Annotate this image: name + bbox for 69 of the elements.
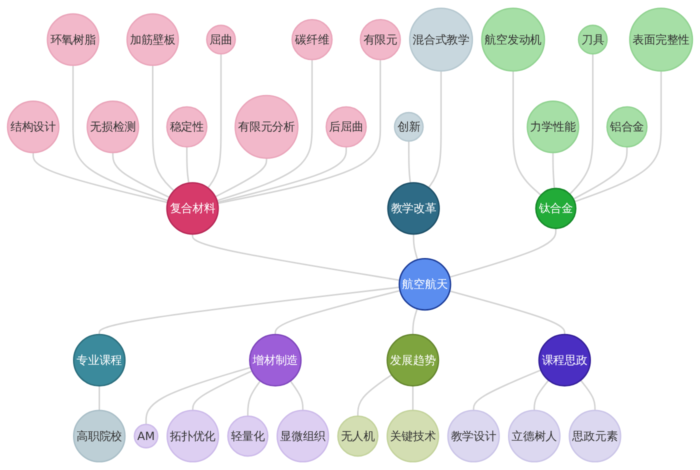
node-circle: 显微组织: [276, 410, 330, 462]
connector: [32, 152, 168, 204]
connector: [216, 60, 313, 202]
node-circle: 表面完整性: [629, 8, 694, 72]
connector: [449, 290, 566, 335]
node-circle: 环氧树脂: [46, 13, 100, 66]
node-circle: 无损检测: [86, 100, 140, 154]
connector: [98, 386, 100, 410]
node-circle: 无人机: [337, 415, 378, 457]
connector: [98, 286, 400, 335]
connector: [428, 70, 442, 188]
connector: [290, 380, 304, 410]
node-circle: 屈曲: [206, 24, 236, 55]
node-circle: 力学性能: [526, 100, 580, 154]
connector: [573, 146, 628, 200]
node-circle: 航空发动机: [481, 8, 546, 72]
connector: [72, 65, 168, 202]
connector: [207, 54, 222, 188]
connector: [217, 146, 347, 204]
node-circle: 立德树人: [508, 410, 561, 462]
node-circle: 轻量化: [227, 415, 268, 457]
connector: [569, 54, 594, 195]
connector: [357, 374, 392, 416]
node-circle: 铝合金: [606, 106, 648, 148]
node-circle: 稳定性: [166, 106, 208, 148]
node-circle: 结构设计: [6, 100, 60, 154]
connector: [412, 234, 418, 260]
connector: [214, 158, 268, 198]
connector: [192, 370, 252, 410]
node-circle: 关键技术: [386, 410, 440, 462]
connector: [145, 366, 251, 424]
node-circle: 高职院校: [73, 410, 126, 462]
connector: [574, 70, 662, 202]
connector: [472, 369, 542, 410]
node-circle: 课程思政: [538, 334, 591, 387]
connector: [534, 380, 550, 410]
connector: [186, 146, 190, 184]
connector: [552, 152, 556, 189]
node-circle: 思政元素: [568, 410, 622, 462]
node-circle: AM: [134, 424, 158, 448]
node-circle: 专业课程: [73, 334, 126, 387]
connector: [247, 380, 261, 416]
node-circle: 有限元分析: [234, 94, 299, 159]
connector: [218, 60, 382, 204]
node-circle: 加筋壁板: [126, 13, 180, 66]
connector: [112, 152, 170, 198]
node-circle: 有限元: [360, 18, 401, 60]
connector: [449, 228, 557, 278]
node-circle: 刀具: [578, 24, 608, 55]
connector: [274, 290, 400, 335]
node-circle: 教学设计: [447, 410, 500, 462]
node-circle: 拓扑优化: [166, 410, 220, 462]
node-circle: 创新: [394, 112, 424, 142]
connector: [192, 234, 400, 281]
node-circle: 教学改革: [387, 182, 440, 235]
node-circle: 钛合金: [535, 188, 576, 230]
connector: [412, 386, 414, 410]
node-circle: 碳纤维: [291, 18, 333, 60]
node-circle: 后屈曲: [326, 106, 367, 148]
node-circle: 复合材料: [166, 182, 219, 235]
node-circle: 增材制造: [249, 334, 302, 387]
connector: [412, 308, 418, 335]
connector: [580, 380, 596, 410]
connector: [512, 70, 542, 196]
node-circle: 航空航天: [398, 258, 452, 311]
connector: [408, 141, 412, 184]
node-circle: 混合式教学: [409, 8, 474, 72]
node-circle: 发展趋势: [386, 334, 440, 387]
connector: [152, 65, 175, 192]
